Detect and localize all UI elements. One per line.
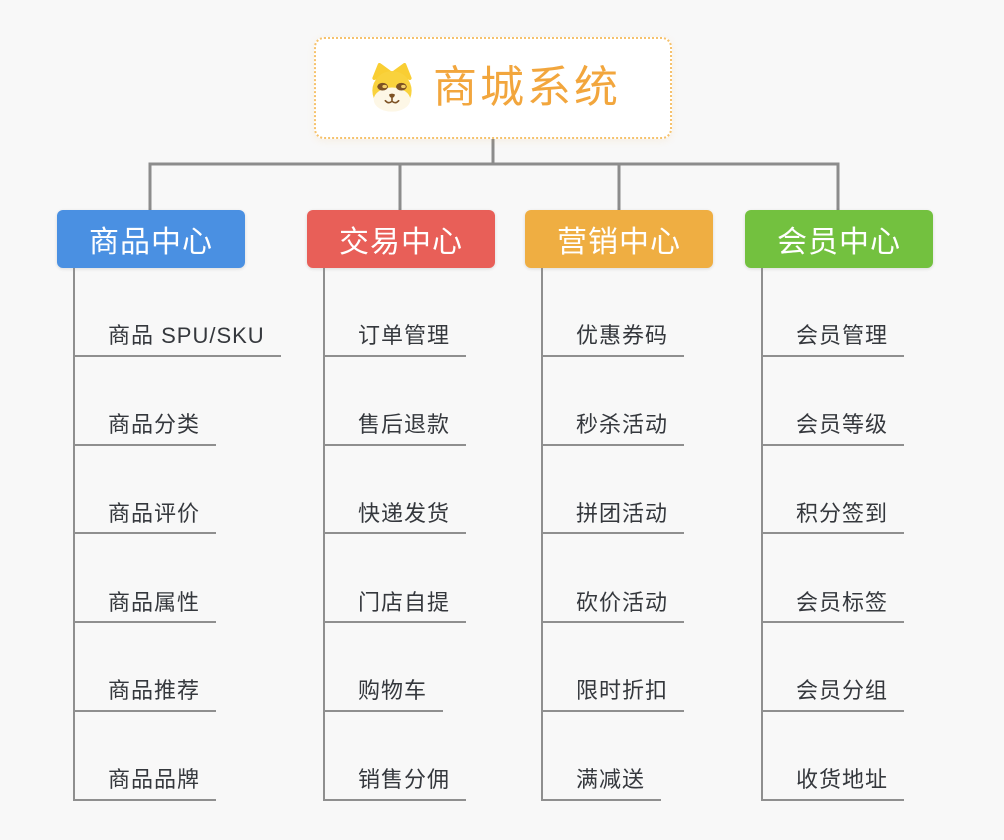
branch-node[interactable]: 营销中心 [525,210,713,268]
leaf-node[interactable]: 销售分佣 [325,766,467,801]
branch-1: 交易中心 订单管理 售后退款 快递发货 门店自提 购物车 销售分佣 [307,210,567,801]
branch-node[interactable]: 交易中心 [307,210,495,268]
leaf-node[interactable]: 收货地址 [763,766,905,801]
leaf-slot: 会员标签 [763,534,1004,624]
leaf-node[interactable]: 商品品牌 [75,766,217,801]
leaf-node[interactable]: 商品评价 [75,500,217,535]
branch-items: 会员管理 会员等级 积分签到 会员标签 会员分组 收货地址 [761,268,1004,801]
leaf-slot: 门店自提 [325,534,567,624]
leaf-slot: 快递发货 [325,446,567,535]
branch-label: 营销中心 [557,226,681,259]
branch-items: 商品 SPU/SKU 商品分类 商品评价 商品属性 商品推荐 商品品牌 [73,268,317,801]
leaf-slot: 会员管理 [763,268,1004,357]
leaf-node[interactable]: 限时折扣 [543,677,685,712]
leaf-node[interactable]: 满减送 [543,766,662,801]
leaf-slot: 会员分组 [763,623,1004,712]
leaf-slot: 秒杀活动 [543,357,785,446]
leaf-slot: 会员等级 [763,357,1004,446]
leaf-node[interactable]: 订单管理 [325,322,467,357]
leaf-node[interactable]: 商品分类 [75,411,217,446]
leaf-slot: 售后退款 [325,357,567,446]
leaf-node[interactable]: 快递发货 [325,500,467,535]
leaf-slot: 收货地址 [763,712,1004,801]
root-title: 商城系统 [433,63,621,112]
shiba-dog-icon [365,63,419,113]
leaf-slot: 购物车 [325,623,567,712]
leaf-node[interactable]: 会员分组 [763,677,905,712]
branch-2: 营销中心 优惠券码 秒杀活动 拼团活动 砍价活动 限时折扣 满减送 [525,210,785,801]
leaf-node[interactable]: 积分签到 [763,500,905,535]
leaf-node[interactable]: 会员管理 [763,322,905,357]
leaf-slot: 商品 SPU/SKU [75,268,317,357]
leaf-slot: 积分签到 [763,446,1004,535]
leaf-slot: 订单管理 [325,268,567,357]
leaf-slot: 商品分类 [75,357,317,446]
branch-items: 优惠券码 秒杀活动 拼团活动 砍价活动 限时折扣 满减送 [541,268,785,801]
leaf-node[interactable]: 商品属性 [75,589,217,624]
branch-node[interactable]: 会员中心 [745,210,933,268]
leaf-node[interactable]: 会员标签 [763,589,905,624]
leaf-slot: 拼团活动 [543,446,785,535]
leaf-node[interactable]: 门店自提 [325,589,467,624]
leaf-node[interactable]: 拼团活动 [543,500,685,535]
leaf-node[interactable]: 商品推荐 [75,677,217,712]
leaf-node[interactable]: 购物车 [325,677,444,712]
leaf-node[interactable]: 优惠券码 [543,322,685,357]
leaf-node[interactable]: 售后退款 [325,411,467,446]
branch-label: 交易中心 [339,226,463,259]
branch-items: 订单管理 售后退款 快递发货 门店自提 购物车 销售分佣 [323,268,567,801]
root-node[interactable]: 商城系统 [314,37,672,139]
leaf-slot: 砍价活动 [543,534,785,624]
leaf-node[interactable]: 会员等级 [763,411,905,446]
leaf-slot: 商品品牌 [75,712,317,801]
leaf-slot: 商品推荐 [75,623,317,712]
leaf-slot: 销售分佣 [325,712,567,801]
leaf-node[interactable]: 商品 SPU/SKU [75,322,281,357]
branch-0: 商品中心 商品 SPU/SKU 商品分类 商品评价 商品属性 商品推荐 商品品牌 [57,210,317,801]
leaf-node[interactable]: 砍价活动 [543,589,685,624]
branch-label: 会员中心 [777,226,901,259]
leaf-slot: 满减送 [543,712,785,801]
leaf-slot: 限时折扣 [543,623,785,712]
leaf-slot: 商品评价 [75,446,317,535]
branch-node[interactable]: 商品中心 [57,210,245,268]
branch-3: 会员中心 会员管理 会员等级 积分签到 会员标签 会员分组 收货地址 [745,210,1004,801]
leaf-node[interactable]: 秒杀活动 [543,411,685,446]
branch-label: 商品中心 [89,226,213,259]
leaf-slot: 优惠券码 [543,268,785,357]
leaf-slot: 商品属性 [75,534,317,624]
